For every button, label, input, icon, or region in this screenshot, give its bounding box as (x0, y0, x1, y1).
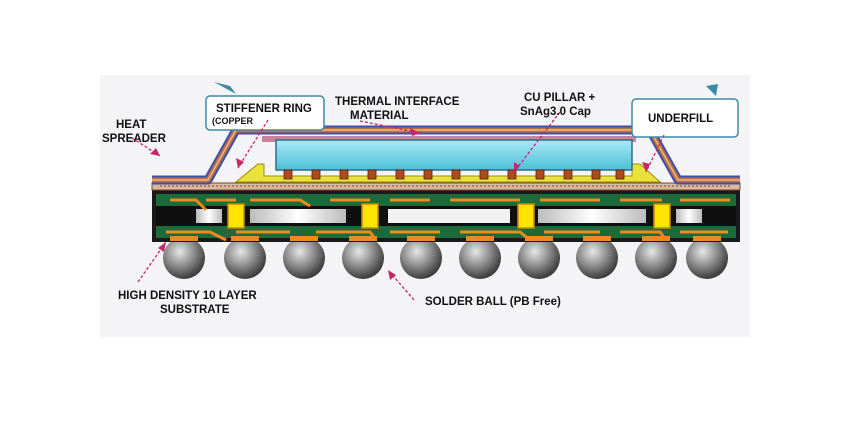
substrate-label: SUBSTRATE (160, 304, 230, 316)
solder-ball-label: SOLDER BALL (PB Free) (425, 296, 561, 308)
solder-ball (342, 237, 384, 279)
cu-pillar-label: SnAg3.0 Cap (520, 106, 591, 118)
solder-ball (635, 237, 677, 279)
solder-ball-row (163, 237, 728, 279)
top-right-arrow-icon (706, 84, 718, 96)
solder-ball (163, 237, 205, 279)
substrate (152, 190, 740, 242)
stiffener-ring-label: STIFFENER RING (216, 103, 312, 115)
solder-ball (224, 237, 266, 279)
stiffener-ring-callout (205, 95, 325, 131)
underfill-label: UNDERFILL (648, 113, 713, 125)
heat-spreader (152, 125, 740, 185)
substrate-label: HIGH DENSITY 10 LAYER (118, 290, 257, 302)
heat-spreader-label: SPREADER (102, 133, 167, 145)
leader-tim (359, 120, 421, 134)
solder-ball (283, 237, 325, 279)
leader-stiffener-ring (237, 119, 269, 169)
cu-pillar-row (283, 169, 625, 180)
solder-ball (576, 237, 618, 279)
heat-spreader-label: HEAT (116, 119, 146, 131)
solder-ball (518, 237, 560, 279)
silicon-die (275, 139, 633, 171)
stiffener-material-label: (COPPER (212, 116, 254, 126)
cu-pillar-label: CU PILLAR + (524, 92, 596, 104)
thermal-interface-label: THERMAL INTERFACE (335, 96, 460, 108)
thermal-interface-material (262, 136, 636, 142)
leader-underfill (645, 134, 665, 173)
thermal-interface-label: MATERIAL (350, 110, 409, 122)
underfill-callout (631, 98, 739, 138)
leader-solder-ball (387, 269, 415, 301)
solder-ball (400, 237, 442, 279)
top-left-arrow-icon (214, 82, 236, 94)
leader-cu-pillar (513, 111, 561, 173)
solder-ball (686, 237, 728, 279)
solder-ball (459, 237, 501, 279)
